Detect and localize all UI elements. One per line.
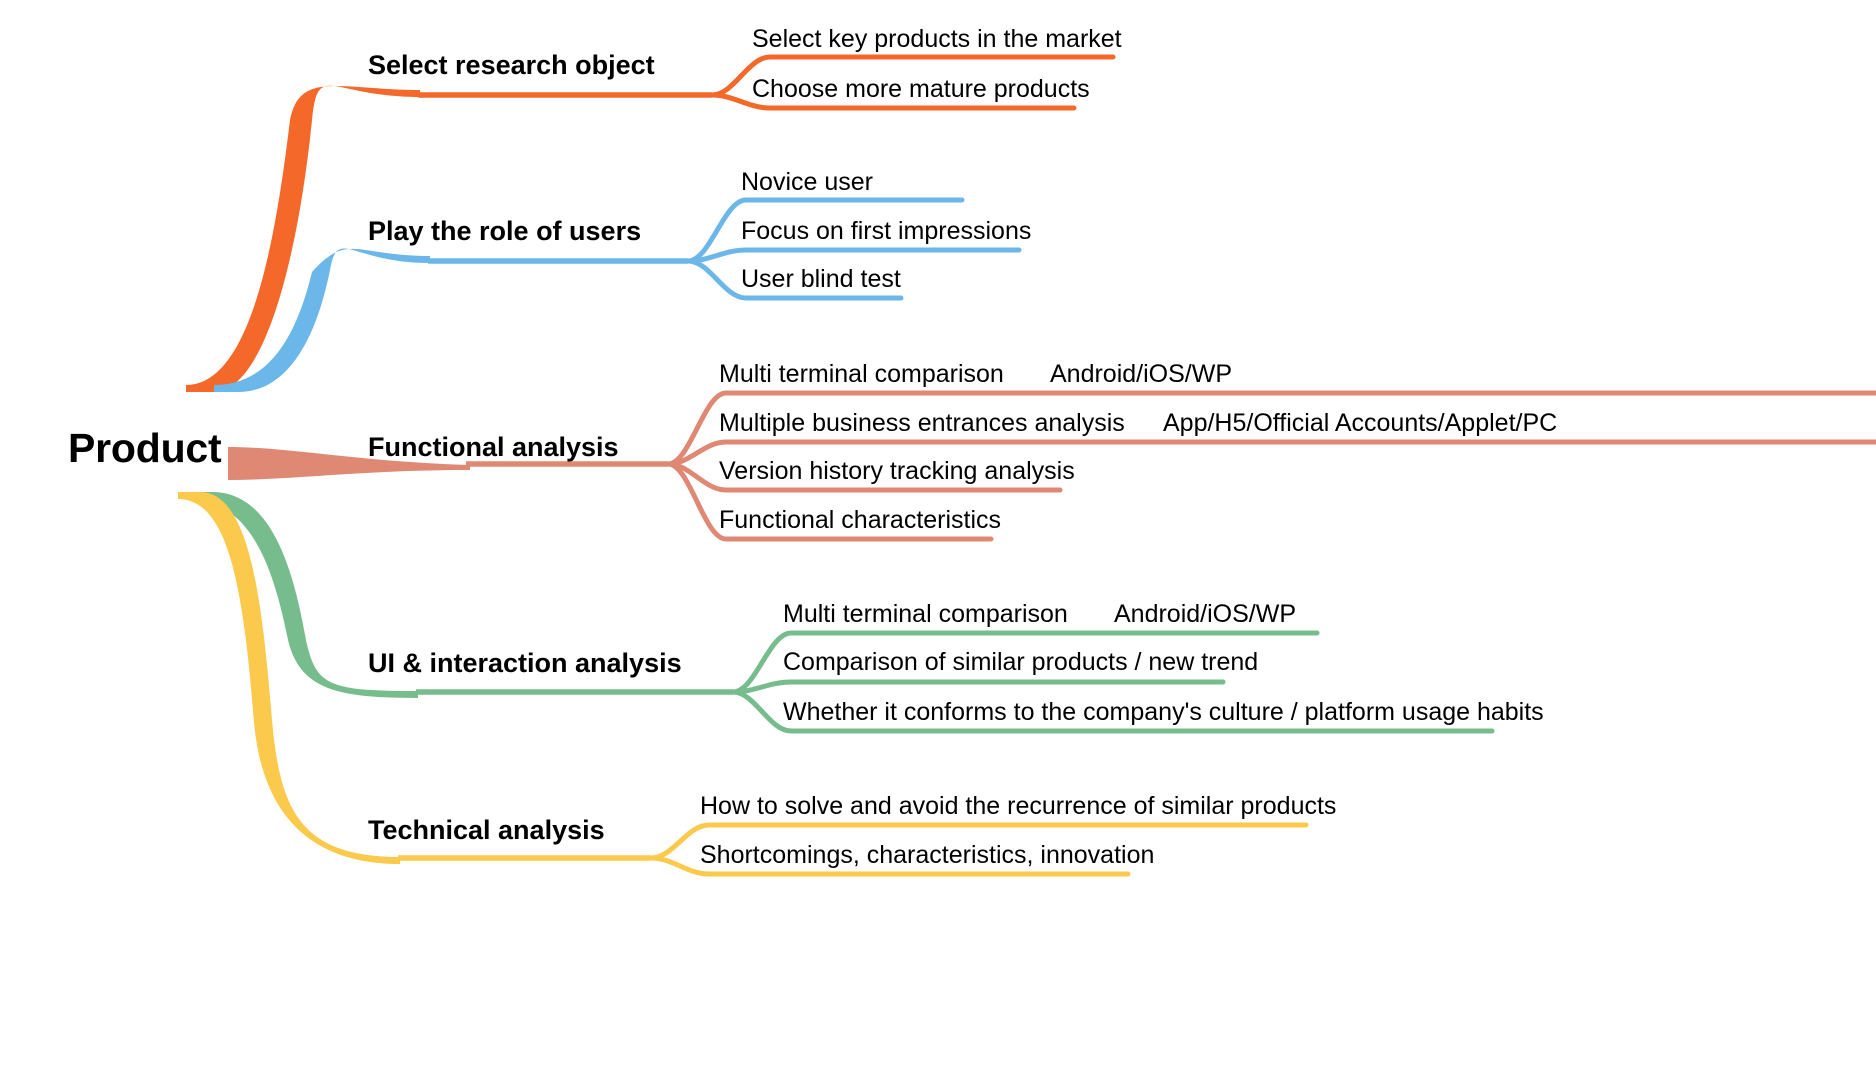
leaf-label-technical-analysis-1[interactable]: Shortcomings, characteristics, innovatio… xyxy=(700,841,1155,869)
leaf-label-technical-analysis-0[interactable]: How to solve and avoid the recurrence of… xyxy=(700,792,1337,820)
branch-label-functional-analysis[interactable]: Functional analysis xyxy=(368,432,619,462)
leaf-note-ui-interaction-analysis-0: Android/iOS/WP xyxy=(1114,600,1297,628)
leaf-label-functional-analysis-0[interactable]: Multi terminal comparison xyxy=(719,360,1004,388)
leaf-label-play-the-role-of-users-1[interactable]: Focus on first impressions xyxy=(741,217,1032,245)
branch-trunk-technical-analysis[interactable] xyxy=(178,492,400,864)
branch-trunk-play-the-role-of-users[interactable] xyxy=(214,248,430,392)
leaf-label-ui-interaction-analysis-2[interactable]: Whether it conforms to the company's cul… xyxy=(783,698,1544,726)
branch-trunk-ui-interaction-analysis[interactable] xyxy=(186,492,418,698)
leaf-label-functional-analysis-3[interactable]: Functional characteristics xyxy=(719,506,1002,534)
leaf-connector-play-the-role-of-users-2[interactable] xyxy=(685,258,904,301)
leaf-connector-technical-analysis-1[interactable] xyxy=(648,855,1131,877)
leaf-connector-select-research-object-1[interactable] xyxy=(709,92,1077,111)
leaf-label-play-the-role-of-users-2[interactable]: User blind test xyxy=(741,265,901,293)
leaf-label-select-research-object-1[interactable]: Choose more mature products xyxy=(752,75,1090,103)
root-node-label[interactable]: Product xyxy=(68,425,222,471)
leaf-connector-play-the-role-of-users-1[interactable] xyxy=(685,247,1022,264)
leaf-label-play-the-role-of-users-0[interactable]: Novice user xyxy=(741,168,873,196)
leaf-label-select-research-object-0[interactable]: Select key products in the market xyxy=(752,25,1122,53)
leaf-note-functional-analysis-1: App/H5/Official Accounts/Applet/PC xyxy=(1163,409,1558,437)
leaf-label-functional-analysis-2[interactable]: Version history tracking analysis xyxy=(719,457,1075,485)
leaf-connector-ui-interaction-analysis-2[interactable] xyxy=(730,689,1495,734)
branch-label-play-the-role-of-users[interactable]: Play the role of users xyxy=(368,216,642,246)
branch-trunk-functional-analysis[interactable] xyxy=(228,447,470,480)
leaf-label-ui-interaction-analysis-0[interactable]: Multi terminal comparison xyxy=(783,600,1068,628)
branch-label-technical-analysis[interactable]: Technical analysis xyxy=(368,815,605,845)
branch-label-ui-interaction-analysis[interactable]: UI & interaction analysis xyxy=(368,648,682,678)
leaf-connector-ui-interaction-analysis-1[interactable] xyxy=(730,679,1226,695)
leaf-note-functional-analysis-0: Android/iOS/WP xyxy=(1050,360,1233,388)
leaf-connector-functional-analysis-3[interactable] xyxy=(665,461,994,542)
leaf-label-functional-analysis-1[interactable]: Multiple business entrances analysis xyxy=(719,409,1125,437)
branch-trunk-select-research-object[interactable] xyxy=(186,85,420,393)
branch-label-select-research-object[interactable]: Select research object xyxy=(368,50,655,80)
leaf-label-ui-interaction-analysis-1[interactable]: Comparison of similar products / new tre… xyxy=(783,648,1259,676)
